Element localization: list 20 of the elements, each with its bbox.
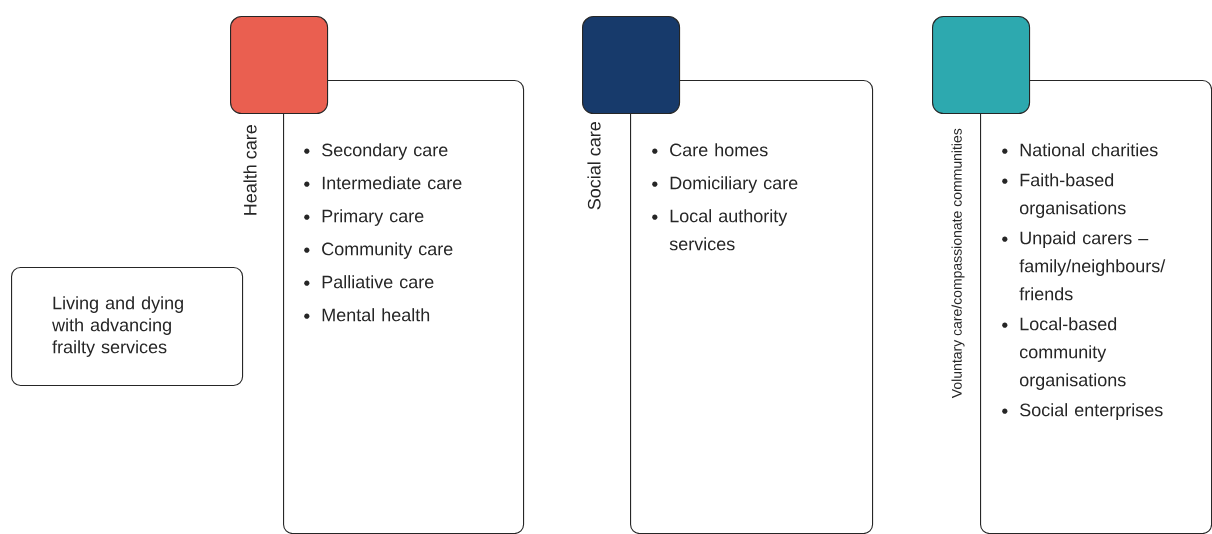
colour-square [230, 16, 329, 115]
node-label: Faith-based organisations [1019, 173, 1126, 218]
panel-heading: Social care [587, 122, 601, 210]
colour-square [932, 16, 1031, 115]
node-label: Mental health [322, 308, 430, 322]
node-label: Local-based community organisations [1019, 317, 1126, 390]
node-label: Unpaid carers – family/neighbours/ friends [1019, 231, 1166, 301]
node-label: Secondary care [322, 143, 448, 160]
panel-heading: Voluntary care/compassionate communities [951, 128, 965, 399]
node-label: Palliative care [322, 275, 434, 289]
node-label: National charities [1020, 143, 1158, 157]
panel-heading: Health care [243, 125, 257, 215]
list-panel: Care homes Domiciliary care Local authority services [630, 80, 874, 534]
colour-square [582, 16, 681, 115]
text-box: Living and dying with advancing frailty services [11, 267, 244, 387]
node-label: Primary care [322, 209, 424, 226]
node-label: Community care [322, 242, 453, 259]
node-label: Social enterprises [1020, 403, 1163, 420]
list-panel: Secondary care Intermediate care Primary care Community care Palliative care Mental health [283, 80, 525, 534]
node-label: Intermediate care [322, 176, 462, 190]
